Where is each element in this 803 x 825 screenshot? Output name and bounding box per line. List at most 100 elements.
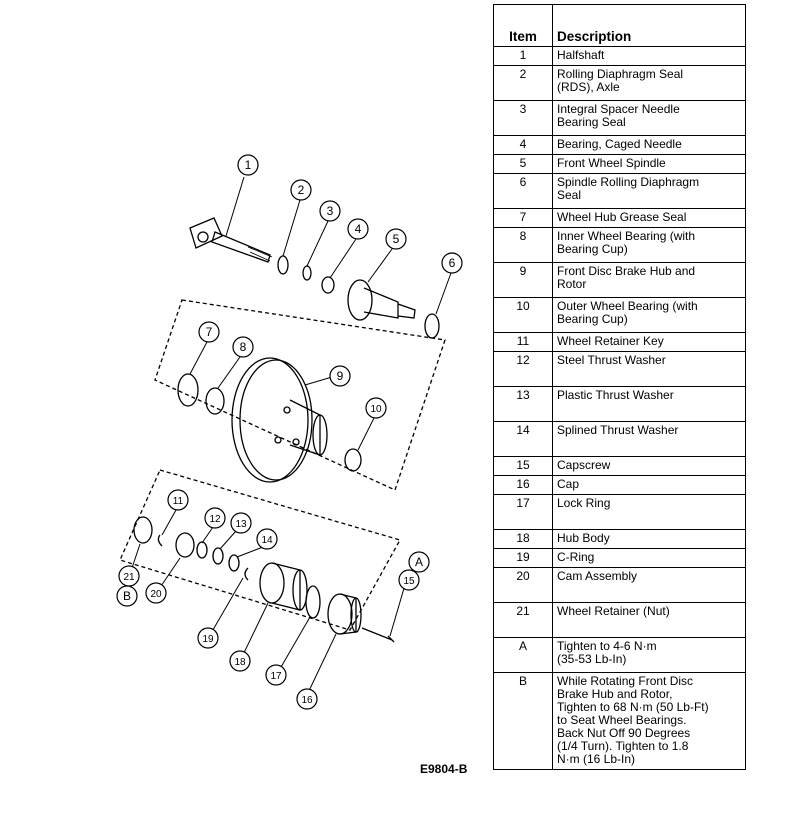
callout-18: 18	[229, 650, 251, 672]
table-header-row: Item Description	[493, 4, 746, 47]
svg-text:11: 11	[173, 496, 184, 507]
item-number: 16	[493, 475, 553, 495]
item-description: Halfshaft	[552, 46, 746, 66]
item-description: Rolling Diaphragm Seal (RDS), Axle	[552, 65, 746, 101]
item-description: Integral Spacer Needle Bearing Seal	[552, 100, 746, 136]
item-number: 4	[493, 135, 553, 155]
callout-17: 17	[265, 664, 287, 686]
callout-1: 1	[237, 154, 259, 176]
callout-10: 10	[365, 397, 387, 419]
leader-lines	[129, 176, 452, 696]
callout-3: 3	[319, 200, 341, 222]
exploded-parts-diagram: 1 2 3 4 5 6 7 8 9 10 11 12 13 14 15 16 1…	[116, 154, 463, 710]
spindle-part	[347, 279, 416, 321]
item-number: B	[493, 672, 553, 770]
callout-5: 5	[385, 228, 407, 250]
item-description: C-Ring	[552, 548, 746, 568]
item-description: Bearing, Caged Needle	[552, 135, 746, 155]
callout-4: 4	[347, 218, 369, 240]
item-description: Wheel Retainer Key	[552, 332, 746, 352]
callout-14: 14	[256, 528, 278, 550]
callout-8: 8	[232, 336, 254, 358]
item-description: Wheel Retainer (Nut)	[552, 602, 746, 638]
svg-text:7: 7	[206, 325, 213, 339]
item-number: 20	[493, 567, 553, 603]
hub-rotor-part	[231, 357, 328, 483]
part-13-washer	[212, 547, 224, 565]
item-number: 11	[493, 332, 553, 352]
item-number: A	[493, 637, 553, 673]
part-21-nut	[133, 516, 153, 544]
item-number: 10	[493, 297, 553, 333]
svg-text:9: 9	[337, 369, 344, 383]
item-description: Steel Thrust Washer	[552, 351, 746, 387]
callout-13: 13	[230, 512, 252, 534]
callout-9: 9	[329, 365, 351, 387]
callout-6: 6	[441, 252, 463, 274]
svg-text:10: 10	[370, 404, 382, 415]
svg-text:20: 20	[150, 589, 162, 600]
part-4-bearing	[321, 276, 335, 294]
cap-part	[327, 593, 362, 635]
part-19-cring	[244, 567, 249, 581]
callout-15: 15	[398, 569, 420, 591]
part-11-key	[157, 534, 163, 547]
item-number: 5	[493, 154, 553, 174]
svg-text:8: 8	[240, 340, 247, 354]
item-number: 9	[493, 262, 553, 298]
item-number: 19	[493, 548, 553, 568]
part-20-cam	[175, 532, 195, 558]
item-number: 14	[493, 421, 553, 457]
part-6-seal	[424, 313, 440, 339]
item-number: 3	[493, 100, 553, 136]
item-number: 12	[493, 351, 553, 387]
callout-16: 16	[296, 688, 318, 710]
item-description: Tighten to 4-6 N·m (35-53 Lb-In)	[552, 637, 746, 673]
item-number: 1	[493, 46, 553, 66]
item-description: Capscrew	[552, 456, 746, 476]
svg-text:B: B	[123, 589, 131, 603]
svg-text:14: 14	[261, 535, 273, 546]
svg-text:6: 6	[449, 256, 456, 270]
item-number: 8	[493, 227, 553, 263]
part-14-washer	[228, 554, 240, 572]
part-10-bearing	[344, 448, 362, 472]
figure-id: E9804-B	[420, 762, 468, 776]
svg-text:17: 17	[270, 671, 282, 682]
item-description: Front Wheel Spindle	[552, 154, 746, 174]
svg-text:3: 3	[327, 204, 334, 218]
item-description: Hub Body	[552, 529, 746, 549]
svg-text:21: 21	[123, 572, 135, 583]
svg-text:12: 12	[209, 514, 221, 525]
item-description: Cap	[552, 475, 746, 495]
part-2-seal	[277, 255, 289, 275]
item-column-header: Item	[493, 4, 553, 47]
callout-A: A	[408, 551, 430, 573]
halfshaft-part	[189, 217, 273, 263]
svg-text:5: 5	[393, 232, 400, 246]
part-8-bearing	[205, 387, 225, 415]
part-15-capscrew	[361, 627, 395, 643]
svg-text:18: 18	[234, 657, 246, 668]
svg-text:1: 1	[245, 158, 252, 172]
callout-B: B	[116, 585, 138, 607]
item-description: Wheel Hub Grease Seal	[552, 208, 746, 228]
item-description: Cam Assembly	[552, 567, 746, 603]
item-description: Front Disc Brake Hub and Rotor	[552, 262, 746, 298]
item-description: Lock Ring	[552, 494, 746, 530]
